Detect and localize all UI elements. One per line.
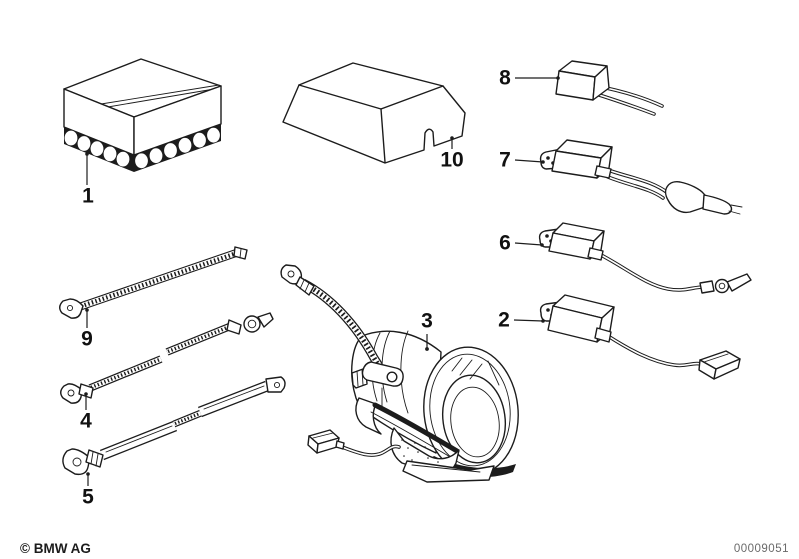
- suppressor-cable-ring-illustration: [538, 222, 752, 294]
- callout-4: 4: [80, 409, 92, 433]
- callout-leaders: [84, 76, 560, 486]
- callout-7: 7: [499, 148, 511, 172]
- battery-cable-heavy-illustration: [62, 376, 286, 476]
- callout-10: 10: [440, 148, 464, 172]
- callout-1: 1: [82, 184, 94, 208]
- callout-2: 2: [498, 308, 510, 332]
- suppressor-cable-spade-illustration: [539, 294, 741, 380]
- battery-cable-illustration: [60, 312, 274, 404]
- ground-strap-illustration: [59, 246, 248, 319]
- callout-3: 3: [421, 309, 433, 333]
- callout-6: 6: [499, 231, 511, 255]
- battery-cover-illustration: [282, 62, 466, 164]
- copyright-notice: © BMW AG: [20, 541, 91, 556]
- callout-9: 9: [81, 327, 93, 351]
- callout-8: 8: [499, 66, 511, 90]
- horn-illustration: [280, 264, 519, 483]
- suppressor-cable-plug-illustration: [539, 139, 743, 215]
- battery-illustration: [63, 58, 222, 172]
- callout-5: 5: [82, 485, 94, 509]
- suppressor-box-illustration: [555, 60, 664, 116]
- document-number: 00009051: [733, 543, 789, 555]
